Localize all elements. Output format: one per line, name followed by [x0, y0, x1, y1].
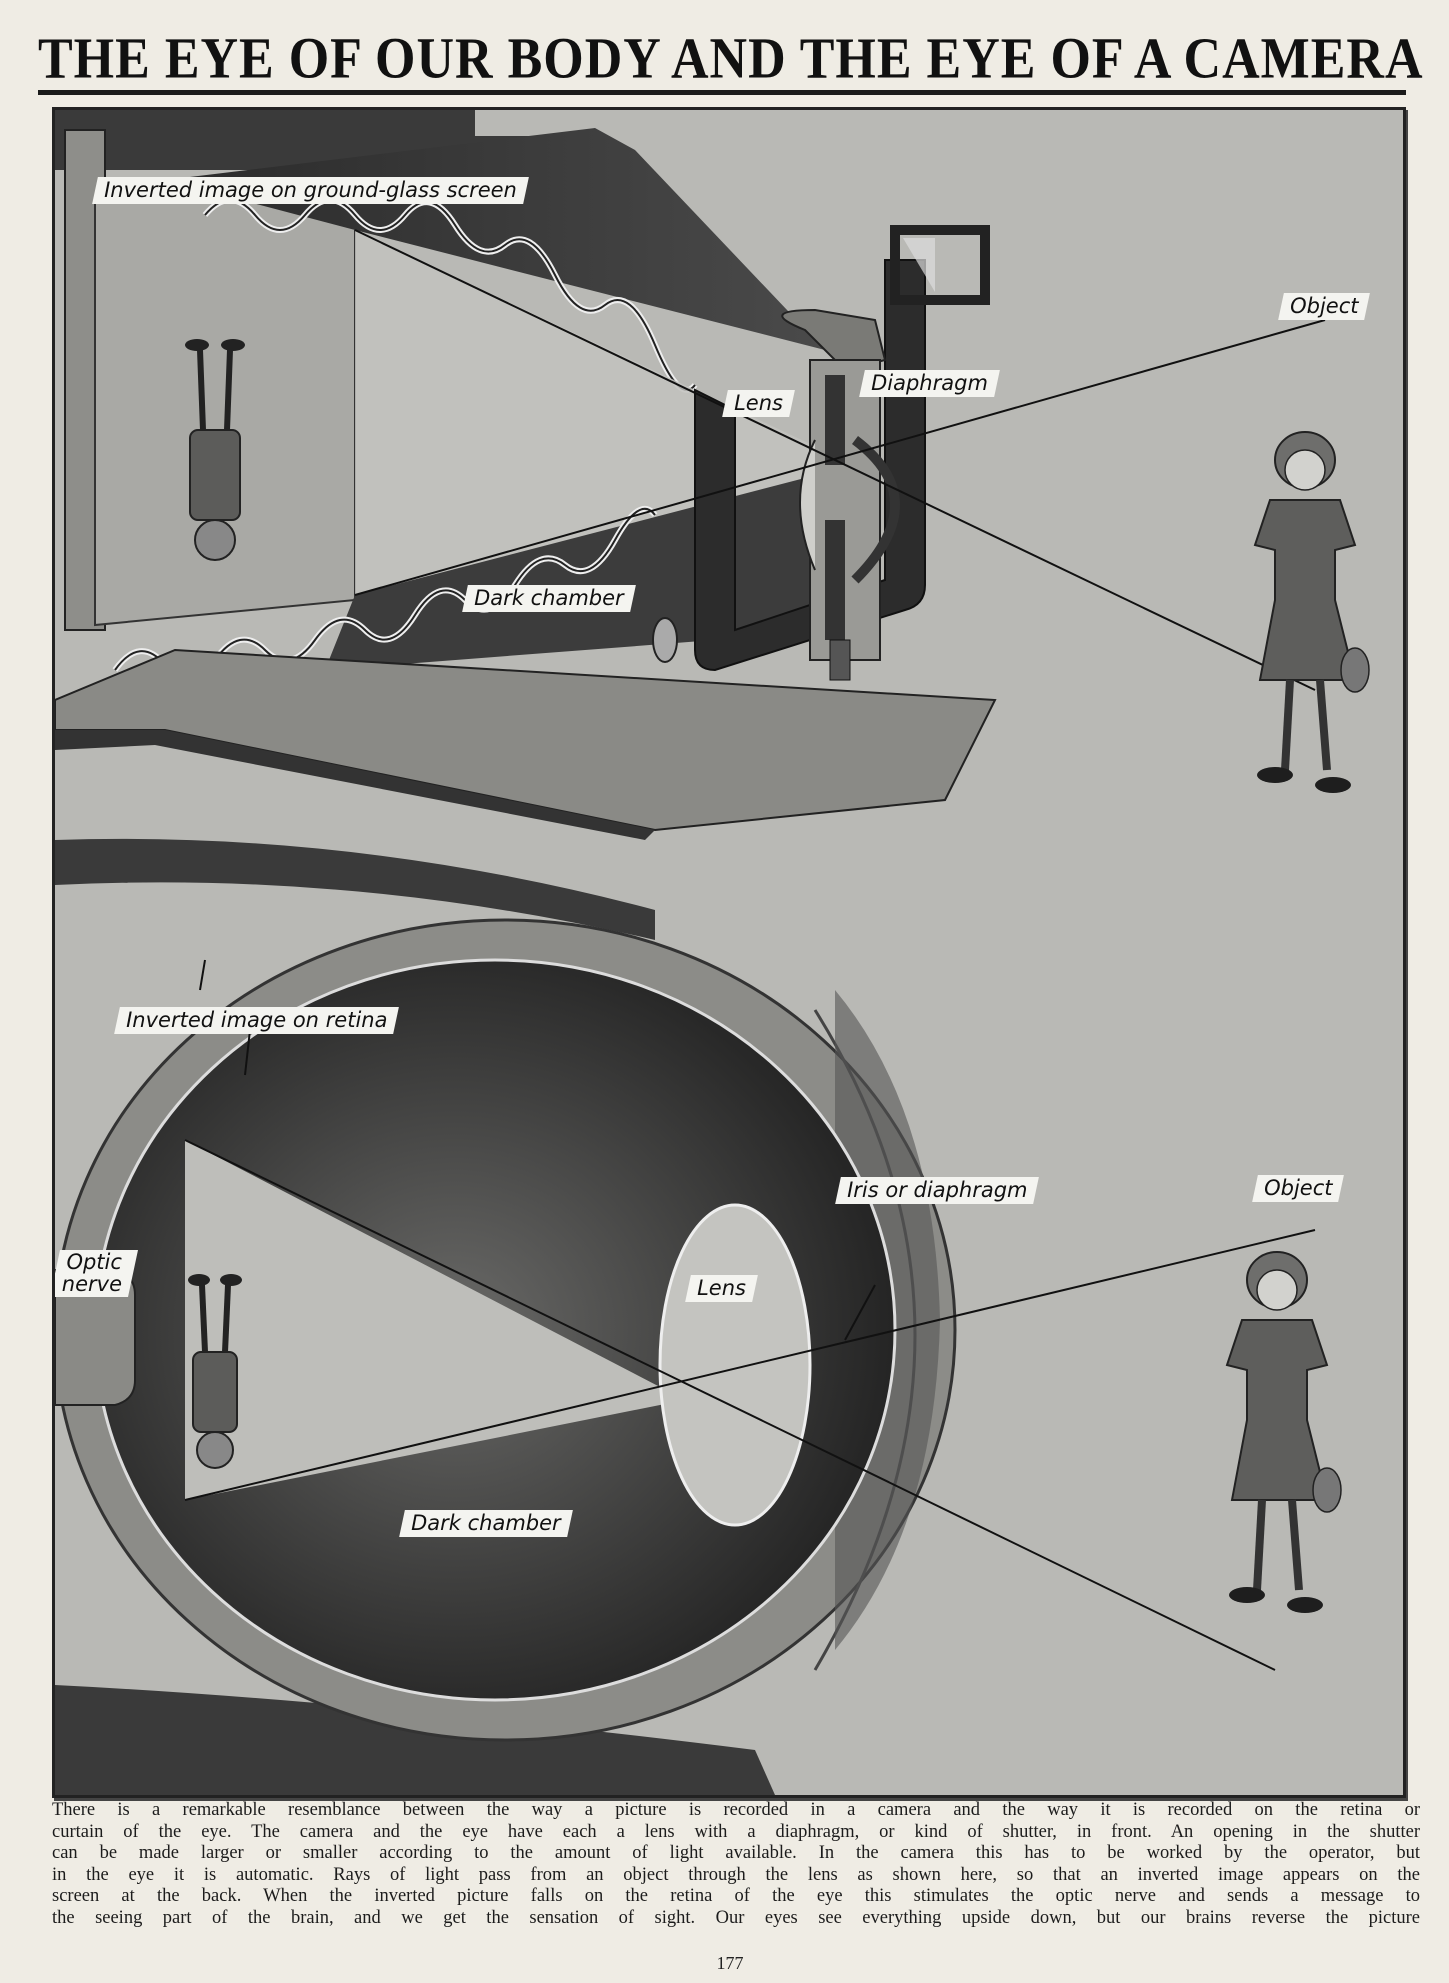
- caption-line: the seeing part of the brain, and we get…: [52, 1907, 1420, 1928]
- camera-illustration: [55, 110, 1370, 840]
- illustration-frame: Inverted image on ground-glass screen Le…: [52, 107, 1406, 1798]
- eye-muscle-top: [55, 838, 655, 940]
- object-girl-eye: [1225, 1251, 1342, 1613]
- label-inverted-image-retina: Inverted image on retina: [114, 1007, 400, 1035]
- rear-lens-element: [799, 439, 816, 571]
- label-camera-diaphragm: Diaphragm: [859, 370, 1000, 398]
- page-number: 177: [716, 1953, 744, 1973]
- illustration-plate: Inverted image on ground-glass screen Le…: [38, 90, 1406, 1798]
- lens-shutter-housing: [781, 308, 887, 372]
- label-camera-lens: Lens: [722, 390, 795, 418]
- eye-light-ray-lower: [184, 1139, 1276, 1671]
- viewfinder: [890, 225, 990, 305]
- diaphragm-upper: [825, 375, 845, 465]
- eye-light-ray-upper: [184, 1229, 1316, 1501]
- caption-line: can be made larger or smaller according …: [52, 1843, 1420, 1863]
- camera-base-edge: [55, 730, 655, 840]
- illustration: [55, 110, 1370, 1795]
- caption-line: curtain of the eye. The camera and the e…: [52, 1821, 1420, 1842]
- arrow-retina: [244, 1029, 251, 1076]
- front-lens-element: [851, 436, 900, 584]
- light-ray-lower: [354, 229, 1316, 691]
- caption-line: screen at the back. When the inverted pi…: [52, 1886, 1420, 1906]
- eye-muscle-bottom: [55, 1685, 775, 1795]
- diaphragm-lower: [825, 520, 845, 640]
- light-ray-upper: [354, 319, 1326, 596]
- label-eye-object: Object: [1252, 1175, 1345, 1203]
- arrow-iris: [844, 1284, 876, 1341]
- caption-line: There is a remarkable resemblance betwee…: [52, 1800, 1420, 1820]
- label-iris-diaphragm: Iris or diaphragm: [835, 1177, 1040, 1205]
- page-title: THE EYE OF OUR BODY AND THE EYE OF A CAM…: [38, 27, 1424, 91]
- eye-illustration: [55, 838, 1342, 1795]
- label-camera-dark-chamber: Dark chamber: [462, 585, 636, 613]
- label-inverted-image-ground-glass: Inverted image on ground-glass screen: [92, 177, 529, 205]
- caption-line: in the eye it is automatic. Rays of ligh…: [52, 1864, 1420, 1885]
- light-cone: [355, 230, 855, 595]
- inverted-image-figure: [185, 339, 245, 561]
- label-eye-lens: Lens: [685, 1275, 758, 1303]
- label-eye-dark-chamber: Dark chamber: [399, 1510, 573, 1538]
- label-camera-object: Object: [1278, 293, 1371, 321]
- caption: There is a remarkable resemblance betwee…: [52, 1800, 1420, 1929]
- object-girl-camera: [1253, 431, 1370, 793]
- eye-lens: [658, 1203, 812, 1527]
- arrow-ground-glass: [199, 959, 206, 991]
- retina-inverted-figure: [188, 1274, 242, 1469]
